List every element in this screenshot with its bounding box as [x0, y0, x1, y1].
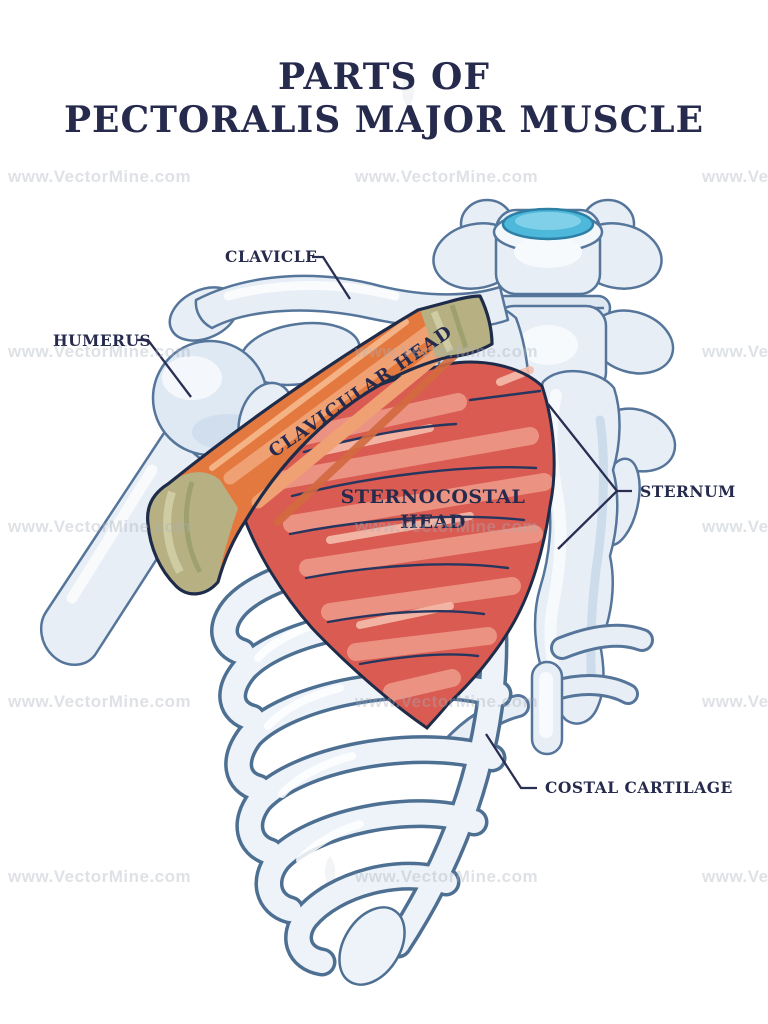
- humerus-leader-line: [137, 338, 192, 398]
- clavicular-head-muscle: [146, 294, 494, 596]
- intervertebral-disc: [501, 207, 595, 241]
- sternum-label: STERNUM: [640, 482, 736, 501]
- leader-lines: [137, 255, 632, 790]
- title-line-2: PECTORALIS MAJOR MUSCLE: [63, 99, 705, 141]
- sternocostal-head-label-line2: HEAD: [400, 511, 466, 533]
- costal-cartilage-leader-line: [485, 733, 537, 790]
- page-title: PARTS OF PECTORALIS MAJOR MUSCLE: [0, 56, 768, 142]
- clavicular-tendon-top: [420, 296, 491, 357]
- humerus-label: HUMERUS: [53, 331, 151, 350]
- costal-cartilage-label: COSTAL CARTILAGE: [545, 778, 733, 797]
- sternum-bone: [530, 369, 654, 756]
- clavicle-leader-line: [312, 255, 351, 300]
- clavicle-label: CLAVICLE: [225, 247, 317, 266]
- sternocostal-head-label-line1: STERNOCOSTAL: [341, 486, 526, 508]
- title-line-1: PARTS OF: [278, 56, 490, 98]
- sternum-leader-line: [547, 403, 632, 550]
